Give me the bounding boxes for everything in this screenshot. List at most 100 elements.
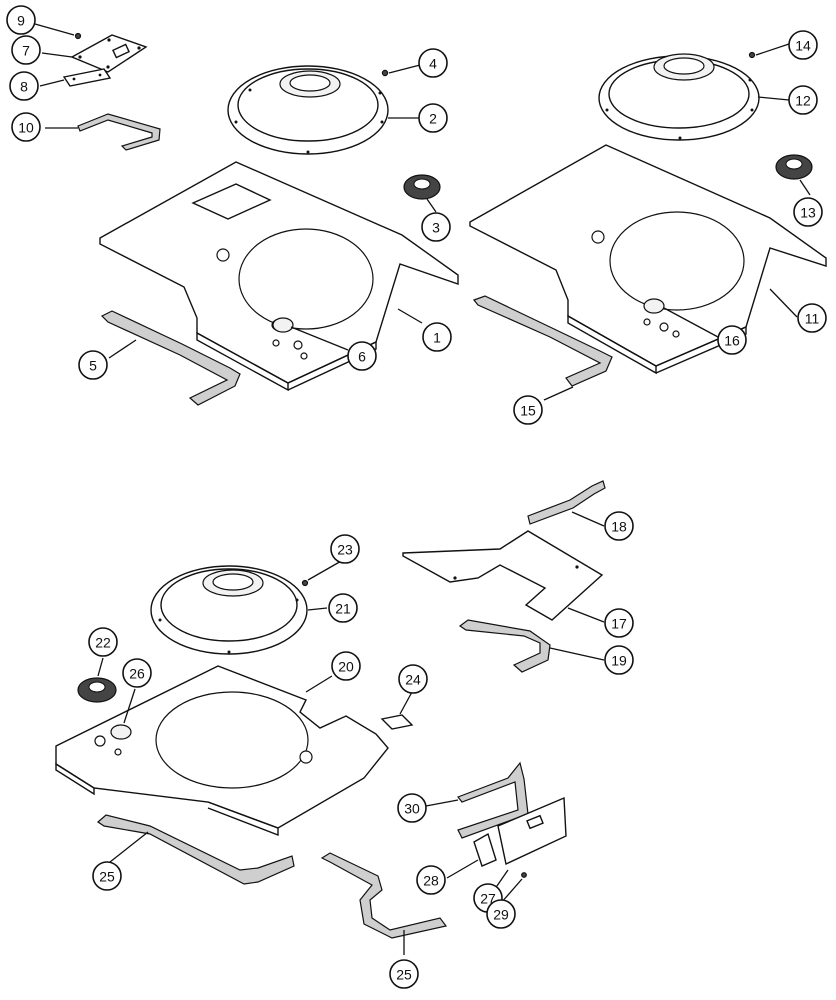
callout-circle [416, 865, 446, 895]
callout-26: 26 [122, 658, 152, 688]
screw-9 [74, 32, 82, 40]
callout-label: 10 [18, 120, 34, 136]
callout-label: 15 [520, 403, 536, 419]
callout-circle [331, 651, 361, 681]
callout-circle [788, 85, 818, 115]
callout-30: 30 [397, 793, 427, 823]
callout-circle [604, 608, 634, 638]
callout-label: 24 [405, 672, 421, 688]
callout-circle [397, 793, 427, 823]
callout-25: 25 [389, 959, 419, 989]
callout-circle [421, 212, 451, 242]
plate-17 [402, 530, 604, 621]
callout-circle [418, 48, 448, 78]
access-plate-27 [497, 796, 567, 866]
dome-cover-12 [598, 53, 760, 141]
callout-circle [717, 325, 747, 355]
callout-circle [418, 103, 448, 133]
callout-circle [328, 593, 358, 623]
callout-circle [6, 5, 36, 35]
screw-29 [521, 872, 527, 878]
callout-label: 1 [433, 330, 441, 346]
callout-13: 13 [793, 197, 823, 227]
callout-14: 14 [788, 30, 818, 60]
bolt-14 [748, 51, 756, 59]
clip-24 [380, 714, 414, 730]
callout-circle [604, 645, 634, 675]
callout-9: 9 [6, 5, 36, 35]
knob-6 [272, 317, 294, 333]
bolt-23 [301, 579, 309, 587]
knob-26 [110, 724, 132, 740]
gasket-25-left [97, 814, 295, 885]
callout-label: 5 [89, 358, 97, 374]
callout-label: 4 [429, 56, 437, 72]
callout-19: 19 [604, 645, 634, 675]
callout-circle [88, 627, 118, 657]
gasket-28 [473, 832, 497, 867]
callout-circle [398, 664, 428, 694]
callout-7: 7 [11, 35, 41, 65]
callout-label: 29 [493, 907, 509, 923]
callout-label: 26 [129, 666, 145, 682]
callout-label: 19 [611, 653, 627, 669]
dome-cover-2 [227, 65, 389, 155]
callout-22: 22 [88, 627, 118, 657]
callout-18: 18 [604, 511, 634, 541]
callout-20: 20 [331, 651, 361, 681]
gasket-30 [457, 761, 529, 839]
callout-25: 25 [92, 861, 122, 891]
callout-label: 12 [795, 93, 811, 109]
floor-panel-1 [99, 161, 459, 392]
gasket-25-right [320, 852, 448, 939]
cover-plate-7 [70, 34, 148, 73]
gasket-19 [458, 619, 551, 673]
callout-24: 24 [398, 664, 428, 694]
callout-label: 11 [805, 311, 820, 327]
callout-label: 14 [795, 38, 811, 54]
callout-circle [330, 534, 360, 564]
callout-label: 30 [404, 801, 420, 817]
callout-label: 20 [338, 659, 354, 675]
callout-circle [422, 322, 452, 352]
callout-label: 6 [358, 349, 366, 365]
callout-4: 4 [418, 48, 448, 78]
callout-label: 25 [396, 967, 412, 983]
gasket-8 [62, 68, 112, 87]
callout-15: 15 [513, 395, 543, 425]
callout-circle [11, 112, 41, 142]
callout-8: 8 [9, 71, 39, 101]
gasket-5 [100, 310, 241, 406]
floor-panel-11 [469, 144, 827, 375]
callout-label: 7 [22, 43, 30, 59]
callout-label: 22 [95, 635, 111, 651]
callout-3: 3 [421, 212, 451, 242]
gasket-10 [77, 113, 161, 151]
callout-28: 28 [416, 865, 446, 895]
callout-label: 17 [611, 616, 627, 632]
callout-label: 25 [99, 869, 115, 885]
callout-1: 1 [422, 322, 452, 352]
callout-label: 9 [17, 13, 25, 29]
callout-5: 5 [78, 350, 108, 380]
callout-circle [389, 959, 419, 989]
callout-circle [347, 341, 377, 371]
gasket-15 [473, 295, 613, 387]
callout-23: 23 [330, 534, 360, 564]
callout-16: 16 [717, 325, 747, 355]
callout-17: 17 [604, 608, 634, 638]
callout-circle [788, 30, 818, 60]
callout-label: 13 [800, 205, 816, 221]
callout-12: 12 [788, 85, 818, 115]
callout-29: 29 [486, 899, 516, 929]
callout-circle [604, 511, 634, 541]
callout-label: 18 [611, 519, 627, 535]
callout-label: 3 [432, 220, 440, 236]
callout-circle [513, 395, 543, 425]
callout-label: 8 [20, 79, 28, 95]
knob-16 [643, 298, 665, 314]
callout-21: 21 [328, 593, 358, 623]
gasket-18 [527, 480, 606, 525]
